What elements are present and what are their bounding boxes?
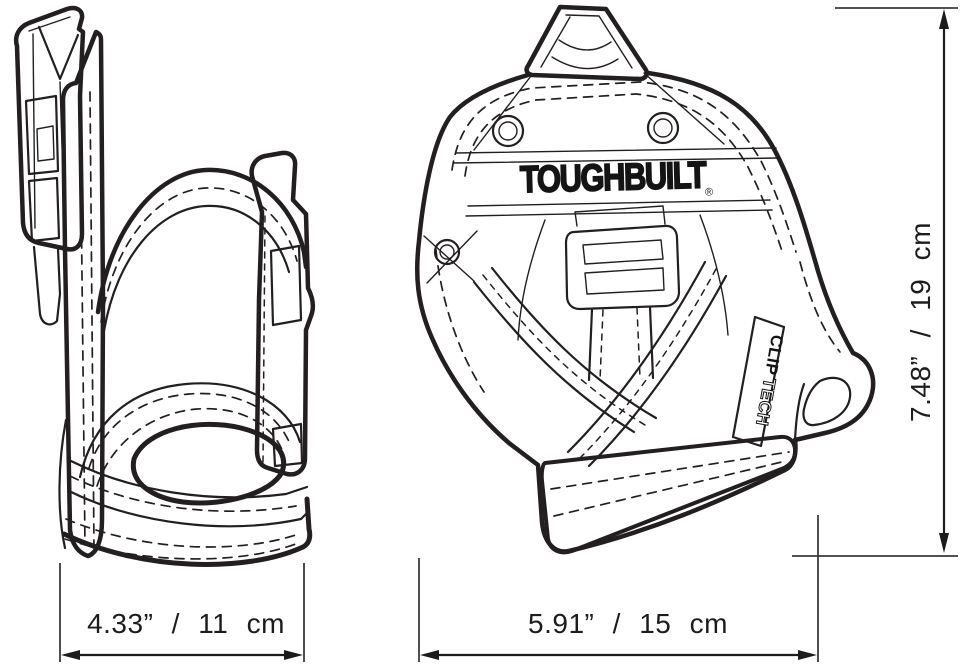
inner-seam-right	[699, 214, 729, 336]
diagonal-strap-1-edge-a	[472, 280, 636, 434]
lower-grommet-seam-b	[426, 230, 478, 284]
grommet-lower-inner	[439, 244, 455, 260]
diagonal-strap-1-stitch	[482, 274, 646, 426]
thumb-hook-edge	[793, 382, 806, 442]
tool-loop-opening	[130, 421, 286, 506]
buckle-strap-right	[648, 305, 655, 380]
arrowhead-up-icon	[939, 9, 949, 29]
rail-stitch-left	[79, 94, 86, 546]
bottom-strap-edge-2	[67, 489, 311, 528]
arrowhead-down-icon	[939, 533, 949, 553]
buckle-outline	[564, 224, 681, 311]
top-hanger-seam-left	[540, 16, 571, 68]
lower-grommet-seam-a	[423, 235, 475, 282]
body-outline	[414, 70, 876, 554]
side-view-drawing	[13, 5, 316, 567]
arrowhead-right-icon	[798, 650, 817, 660]
dimension-label: 7.48” / 19 cm	[905, 222, 936, 422]
bottom-band-stitch-b	[553, 460, 787, 517]
bottom-strap-edge-1	[69, 459, 309, 499]
buckle-window-lower	[584, 267, 665, 295]
side-stitch-left	[435, 249, 485, 393]
grommet-left-outer	[491, 114, 525, 148]
brand-logo-text: TOUGHBUILT	[520, 155, 708, 201]
panel-seam-left	[473, 75, 532, 151]
side-clip-strip	[249, 150, 316, 477]
side-stitch-right	[799, 261, 841, 353]
tool-loop-stitch-a	[88, 392, 291, 469]
binding-stitch-inner	[464, 93, 784, 255]
front-view-height-dimension: 7.48” / 19 cm	[792, 7, 958, 557]
diagonal-strap-2-stitch	[578, 268, 717, 460]
grommet-right-outer	[646, 111, 680, 145]
diagonal-strap-2-edge-b	[587, 274, 728, 468]
upper-strap-stitch	[100, 187, 298, 323]
buckle-strap-stitch-a	[599, 309, 604, 381]
belt-clip-window-lower	[27, 176, 61, 243]
top-hanger-arc-1	[558, 39, 612, 51]
arrowhead-left-icon	[420, 650, 439, 660]
thumb-hook-hole	[802, 376, 852, 427]
registered-trademark-icon: ®	[705, 186, 713, 198]
top-hanger-seam-right	[565, 14, 633, 69]
tool-loop-stitch-b	[96, 407, 284, 487]
upper-strap-outer	[95, 167, 309, 315]
belt-clip-window-inner	[36, 125, 55, 162]
cliptech-strip	[731, 315, 786, 448]
bottom-strap-stitch-2	[65, 518, 300, 548]
bottom-band-outline	[539, 434, 798, 555]
bottom-band-stitch-a	[550, 451, 790, 490]
arrowhead-left-icon	[61, 650, 80, 660]
inner-seam-left	[517, 219, 546, 341]
rail-lower-edge	[58, 418, 68, 550]
tool-loop-outer	[78, 382, 302, 479]
bottom-strap-stitch-1	[69, 475, 297, 513]
grommet-left-inner	[498, 121, 518, 141]
buckle-strap-left	[587, 307, 594, 382]
dimension-label: 5.91” / 15 cm	[528, 608, 728, 639]
side-view-width-dimension: 4.33” / 11 cm	[59, 563, 305, 662]
clip-v-notch	[37, 25, 80, 81]
bottom-strap-outer	[61, 496, 313, 567]
side-clip-stitch	[262, 215, 266, 463]
grommet-lower-outer	[433, 238, 461, 266]
cliptech-tech-text: TECH	[752, 377, 779, 428]
panel-seam-right	[643, 72, 725, 145]
belt-clip-edge	[32, 33, 36, 229]
binding-stitch-outer	[451, 81, 797, 253]
dimension-annotations: 4.33” / 11 cm 5.91” / 15 cm 7.48” / 19 c…	[59, 7, 958, 662]
front-view-width-dimension: 5.91” / 15 cm	[418, 515, 819, 662]
side-clip-window-upper	[269, 244, 303, 327]
buckle-window-upper	[582, 239, 664, 265]
band-line-top-2	[452, 157, 780, 164]
cliptech-logo: CLIP TECH	[752, 333, 787, 428]
diagonal-strap-2-edge-a	[566, 260, 707, 454]
top-hanger-arc-2	[551, 56, 619, 70]
brand-logo: TOUGHBUILT ®	[519, 154, 714, 202]
buckle-flap	[574, 205, 666, 227]
band-line-bottom-2	[465, 209, 773, 217]
belt-clip-leg	[32, 245, 62, 326]
band-line-top-1	[455, 147, 777, 154]
grommet-right-inner	[653, 118, 673, 138]
diagonal-strap-1-edge-b	[490, 266, 658, 420]
front-view-drawing: TOUGHBUILT ® CLI	[414, 4, 876, 555]
band-line-bottom-1	[467, 199, 771, 207]
cliptech-clip-text: CLIP	[761, 333, 787, 376]
belt-clip-seam	[28, 16, 71, 32]
buckle-strap-stitch-b	[636, 307, 641, 379]
belt-clip-window-upper	[24, 94, 60, 176]
dimension-label: 4.33” / 11 cm	[87, 608, 285, 639]
upper-strap-inner	[102, 204, 291, 333]
arrowhead-right-icon	[284, 650, 303, 660]
rail-stitch-right	[89, 91, 95, 549]
